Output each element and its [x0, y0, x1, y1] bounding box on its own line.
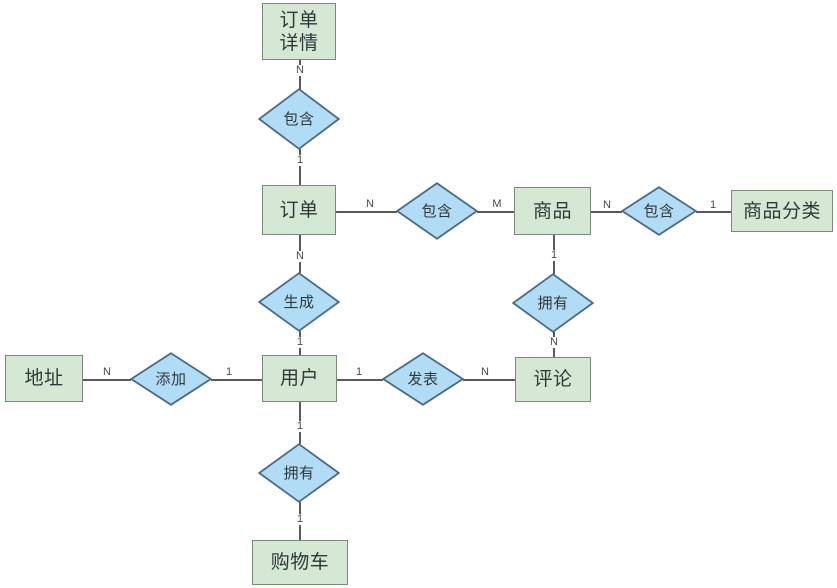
- connector-line: [477, 211, 515, 213]
- diamond-icon: [621, 186, 697, 236]
- entity-address[interactable]: 地址: [5, 355, 83, 402]
- relationship-label: 包含: [643, 202, 675, 220]
- entity-user[interactable]: 用户: [262, 355, 337, 402]
- diamond-icon: [130, 352, 212, 406]
- diamond-icon: [382, 352, 464, 406]
- cardinality-label: N: [599, 200, 615, 211]
- cardinality-label: 1: [292, 155, 308, 166]
- connector-line: [336, 211, 397, 213]
- connector-line: [591, 211, 622, 213]
- diamond-icon: [512, 273, 594, 333]
- cardinality-label: N: [546, 337, 562, 348]
- cardinality-label: N: [99, 367, 115, 378]
- connector-line: [463, 379, 516, 381]
- relationship-label: 生成: [283, 293, 315, 311]
- cardinality-label: 1: [705, 200, 721, 211]
- diamond-icon: [396, 182, 478, 240]
- diamond-icon: [258, 443, 340, 503]
- cardinality-label: N: [362, 199, 378, 210]
- entity-review[interactable]: 评论: [515, 357, 591, 402]
- relationship-rel_order_detail[interactable]: 包含: [258, 88, 340, 150]
- relationship-rel_order_product[interactable]: 包含: [396, 182, 478, 240]
- cardinality-label: N: [292, 251, 308, 262]
- relationship-label: 包含: [421, 202, 453, 220]
- relationship-label: 添加: [155, 370, 187, 388]
- cardinality-label: N: [477, 367, 493, 378]
- entity-category[interactable]: 商品分类: [731, 190, 833, 232]
- relationship-rel_product_category[interactable]: 包含: [621, 186, 697, 236]
- entity-order_detail[interactable]: 订单 详情: [262, 3, 336, 60]
- cardinality-label: M: [489, 199, 505, 210]
- relationship-rel_address_user[interactable]: 添加: [130, 352, 212, 406]
- relationship-label: 拥有: [537, 294, 569, 312]
- cardinality-label: 1: [546, 250, 562, 261]
- diamond-icon: [258, 88, 340, 150]
- relationship-label: 拥有: [283, 464, 315, 482]
- relationship-label: 包含: [283, 110, 315, 128]
- cardinality-label: 1: [292, 421, 308, 432]
- relationship-rel_user_cart[interactable]: 拥有: [258, 443, 340, 503]
- cardinality-label: 1: [292, 514, 308, 525]
- cardinality-label: 1: [292, 337, 308, 348]
- connector-line: [211, 379, 263, 381]
- connector-line: [83, 379, 131, 381]
- entity-order[interactable]: 订单: [262, 185, 336, 235]
- connector-line: [337, 379, 383, 381]
- connector-line: [696, 211, 732, 213]
- entity-product[interactable]: 商品: [514, 187, 591, 235]
- relationship-rel_user_review[interactable]: 发表: [382, 352, 464, 406]
- relationship-rel_order_user[interactable]: 生成: [258, 272, 340, 332]
- cardinality-label: 1: [351, 367, 367, 378]
- diamond-icon: [258, 272, 340, 332]
- cardinality-label: 1: [221, 367, 237, 378]
- relationship-rel_product_review[interactable]: 拥有: [512, 273, 594, 333]
- connector-line: [299, 149, 301, 186]
- entity-cart[interactable]: 购物车: [252, 540, 348, 585]
- relationship-label: 发表: [407, 370, 439, 388]
- cardinality-label: N: [292, 65, 308, 76]
